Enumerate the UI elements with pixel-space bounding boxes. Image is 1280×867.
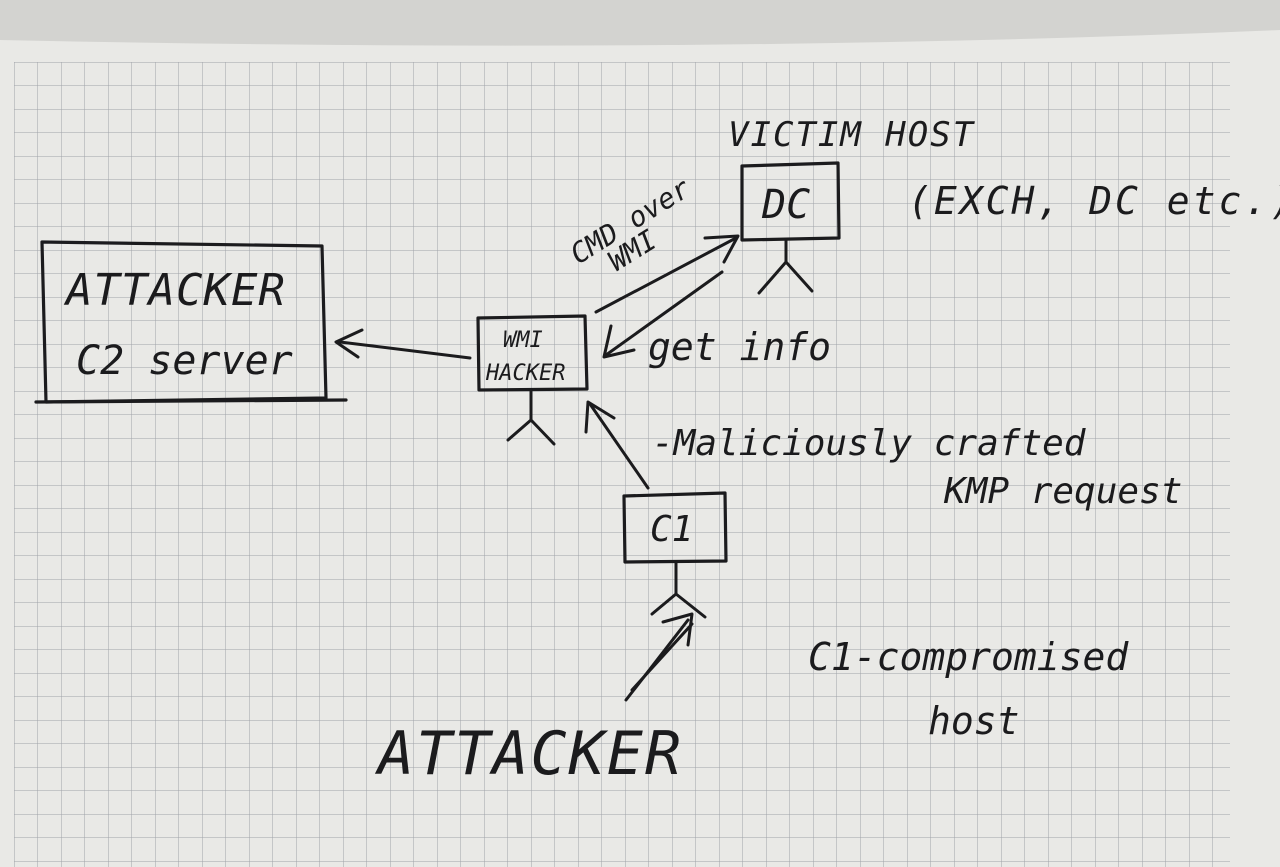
dc-label: DC <box>761 182 810 228</box>
c1-label: C1 <box>650 509 693 550</box>
grid-paper <box>14 62 1230 867</box>
c1-note-line1: C1-compromised <box>808 635 1129 679</box>
request-label-line2: KMP request <box>943 471 1182 512</box>
arrow-info-to-wmi <box>602 270 724 359</box>
victim-host-title: VICTIM HOST <box>728 115 976 155</box>
paper-edge-shadow <box>0 0 1280 46</box>
c1-note-line2: host <box>928 699 1020 743</box>
c2-label-server: C2 server <box>76 338 293 384</box>
c2-server-box: ATTACKER C2 server <box>34 240 348 404</box>
victim-host-note: (EXCH, DC etc.) <box>908 179 1280 223</box>
request-label-line1: -Maliciously crafted <box>652 423 1087 464</box>
dc-computer: DC <box>740 161 841 295</box>
c1-computer: C1 <box>622 491 728 619</box>
c2-label-attacker: ATTACKER <box>63 265 286 316</box>
arrow-cmd-to-dc <box>594 234 740 314</box>
arrow-attacker-to-c1 <box>624 612 694 702</box>
wmi-hacker-label-hacker: HACKER <box>485 361 565 386</box>
get-info-label: get info <box>648 325 831 369</box>
wmi-hacker-computer: WMI HACKER <box>476 314 589 446</box>
arrow-c1-to-wmi <box>584 400 650 490</box>
wmi-hacker-label-wmi: WMI <box>503 328 543 353</box>
arrow-wmi-to-c2 <box>334 328 472 360</box>
attacker-label: ATTACKER <box>374 719 683 789</box>
